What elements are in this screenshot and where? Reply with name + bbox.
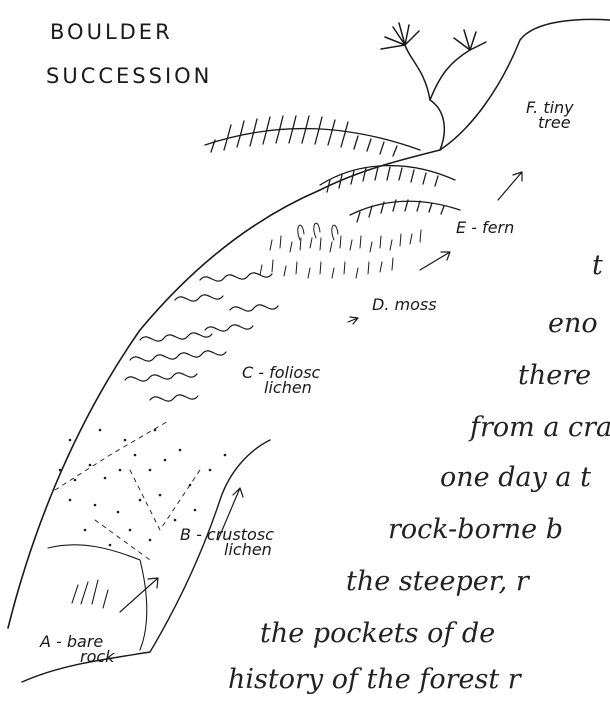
label-d-moss: D. moss [372, 297, 437, 312]
label-a-bare-rock: A - bare rock [40, 634, 114, 664]
label-b-crustose-lichen: B - crustosc lichen [180, 527, 274, 557]
label-c-line-2: lichen [242, 380, 320, 395]
body-text-line: t [592, 250, 603, 281]
label-f-tiny-tree: F. tiny tree [526, 100, 574, 130]
body-text-line: rock-borne b [388, 514, 563, 545]
body-text-line: the steeper, r [346, 566, 529, 597]
body-text-line: from a cra [470, 412, 610, 443]
body-text-line: the pockets of de [260, 618, 495, 649]
body-text-line: there [518, 360, 591, 391]
tiny-tree [381, 19, 610, 150]
fern-fronds [205, 116, 460, 222]
body-text-line: eno [548, 308, 598, 339]
body-text-line: history of the forest r [228, 664, 521, 695]
label-e-fern: E - fern [456, 220, 514, 235]
label-a-line-2: rock [40, 649, 114, 664]
title-line-2: SUCCESSION [46, 64, 212, 88]
label-f-line-2: tree [526, 115, 574, 130]
crustose-cracks [55, 420, 200, 560]
title-line-1: BOULDER [50, 20, 173, 44]
moss-stipple [260, 223, 421, 278]
label-c-foliose-lichen: C - foliosc lichen [242, 365, 320, 395]
label-b-line-2: lichen [180, 542, 274, 557]
body-text-line: one day a t [440, 462, 591, 493]
